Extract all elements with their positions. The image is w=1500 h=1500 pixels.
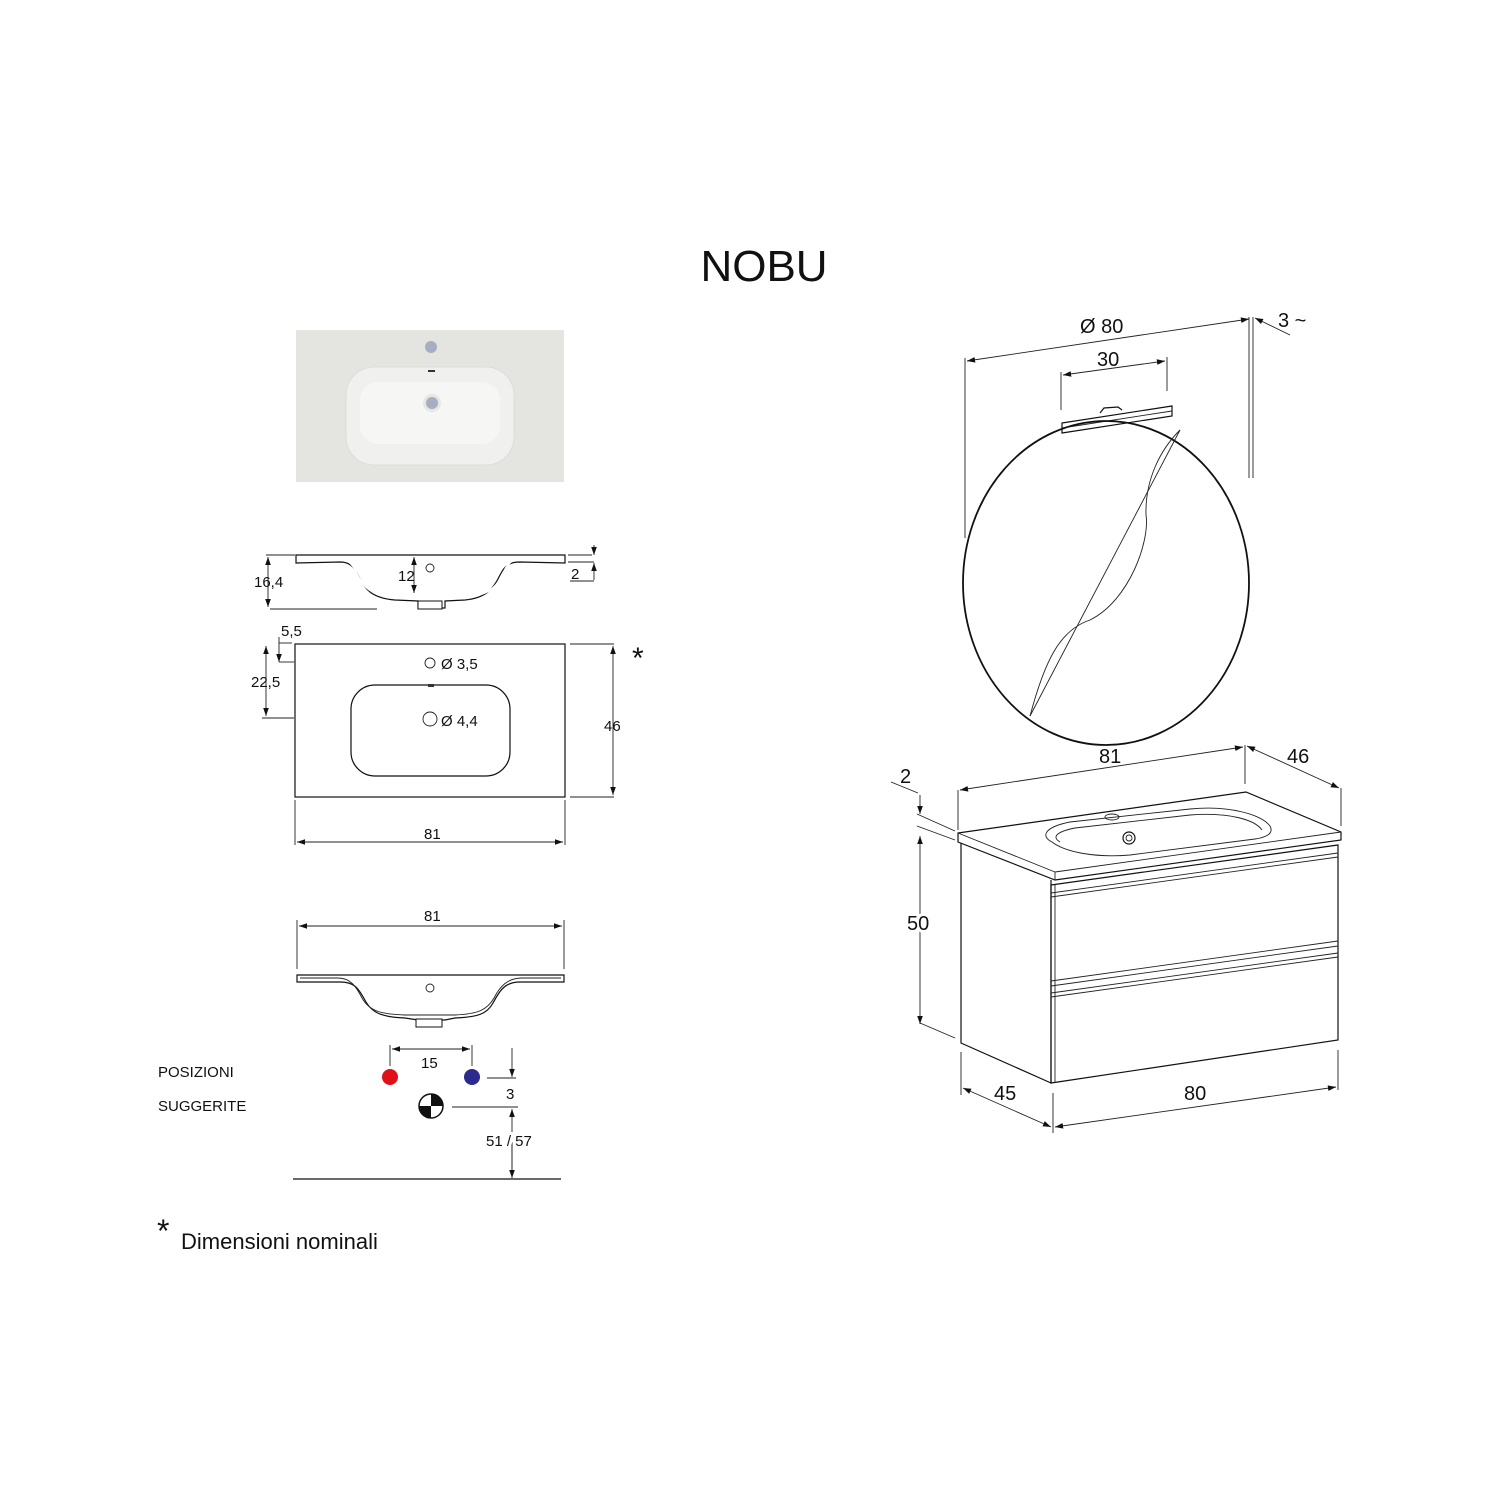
dim-body-depth: 45 (994, 1083, 1016, 1105)
dim-drain-height: 51 / 57 (486, 1133, 532, 1150)
round-mirror: Ø 80 30 3 ~ (962, 310, 1306, 746)
basin-photo (296, 330, 564, 482)
dim-basin-depth: 46 (604, 718, 621, 735)
positions-label-line2: SUGGERITE (158, 1098, 246, 1115)
mirror-lamp (1061, 405, 1173, 434)
footnote-text: Dimensioni nominali (181, 1229, 378, 1254)
hot-water-inlet-icon (382, 1069, 398, 1085)
dim-mirror-thickness: 3 ~ (1278, 310, 1306, 332)
dim-rim-thickness: 2 (571, 566, 579, 583)
cold-water-inlet-icon (464, 1069, 480, 1085)
dim-overall-height: 16,4 (254, 574, 283, 591)
dim-drain-offset: 22,5 (251, 674, 280, 691)
product-title: NOBU (700, 242, 827, 291)
dim-section-width: 81 (424, 908, 441, 925)
dim-tap-offset: 5,5 (281, 623, 302, 640)
footnote-asterisk: * (157, 1213, 169, 1249)
dim-cabinet-height: 50 (907, 913, 929, 935)
suggested-positions: POSIZIONI SUGGERITE 15 3 51 / 57 (158, 1045, 561, 1180)
dim-lamp-width: 30 (1097, 349, 1119, 371)
dim-body-width: 80 (1184, 1083, 1206, 1105)
tap-hole (425, 341, 437, 353)
vanity-cabinet: 81 46 2 50 (890, 745, 1342, 1133)
basin-plan: Ø 3,5 Ø 4,4 5,5 22,5 46 81 * (251, 623, 644, 845)
basin-section-bottom: 81 (296, 908, 565, 1028)
positions-label-line1: POSIZIONI (158, 1064, 234, 1081)
dim-bowl-depth: 12 (398, 568, 415, 585)
drain-position-icon (418, 1093, 444, 1119)
dim-basin-width: 81 (424, 826, 441, 843)
footnote: * Dimensioni nominali (157, 1213, 378, 1254)
drain-hole-diameter: Ø 4,4 (441, 713, 478, 730)
dim-top-thickness: 2 (900, 766, 911, 788)
dim-vertical-offset: 3 (506, 1086, 514, 1103)
nominal-asterisk: * (632, 642, 644, 675)
dim-top-width: 81 (1099, 746, 1121, 768)
drain-icon (426, 397, 438, 409)
dim-mirror-diameter: Ø 80 (1080, 316, 1123, 338)
dim-tap-spacing: 15 (421, 1055, 438, 1072)
tap-hole-diameter: Ø 3,5 (441, 656, 478, 673)
dim-top-depth: 46 (1287, 746, 1309, 768)
basin-section-top: 16,4 12 2 (254, 545, 597, 610)
